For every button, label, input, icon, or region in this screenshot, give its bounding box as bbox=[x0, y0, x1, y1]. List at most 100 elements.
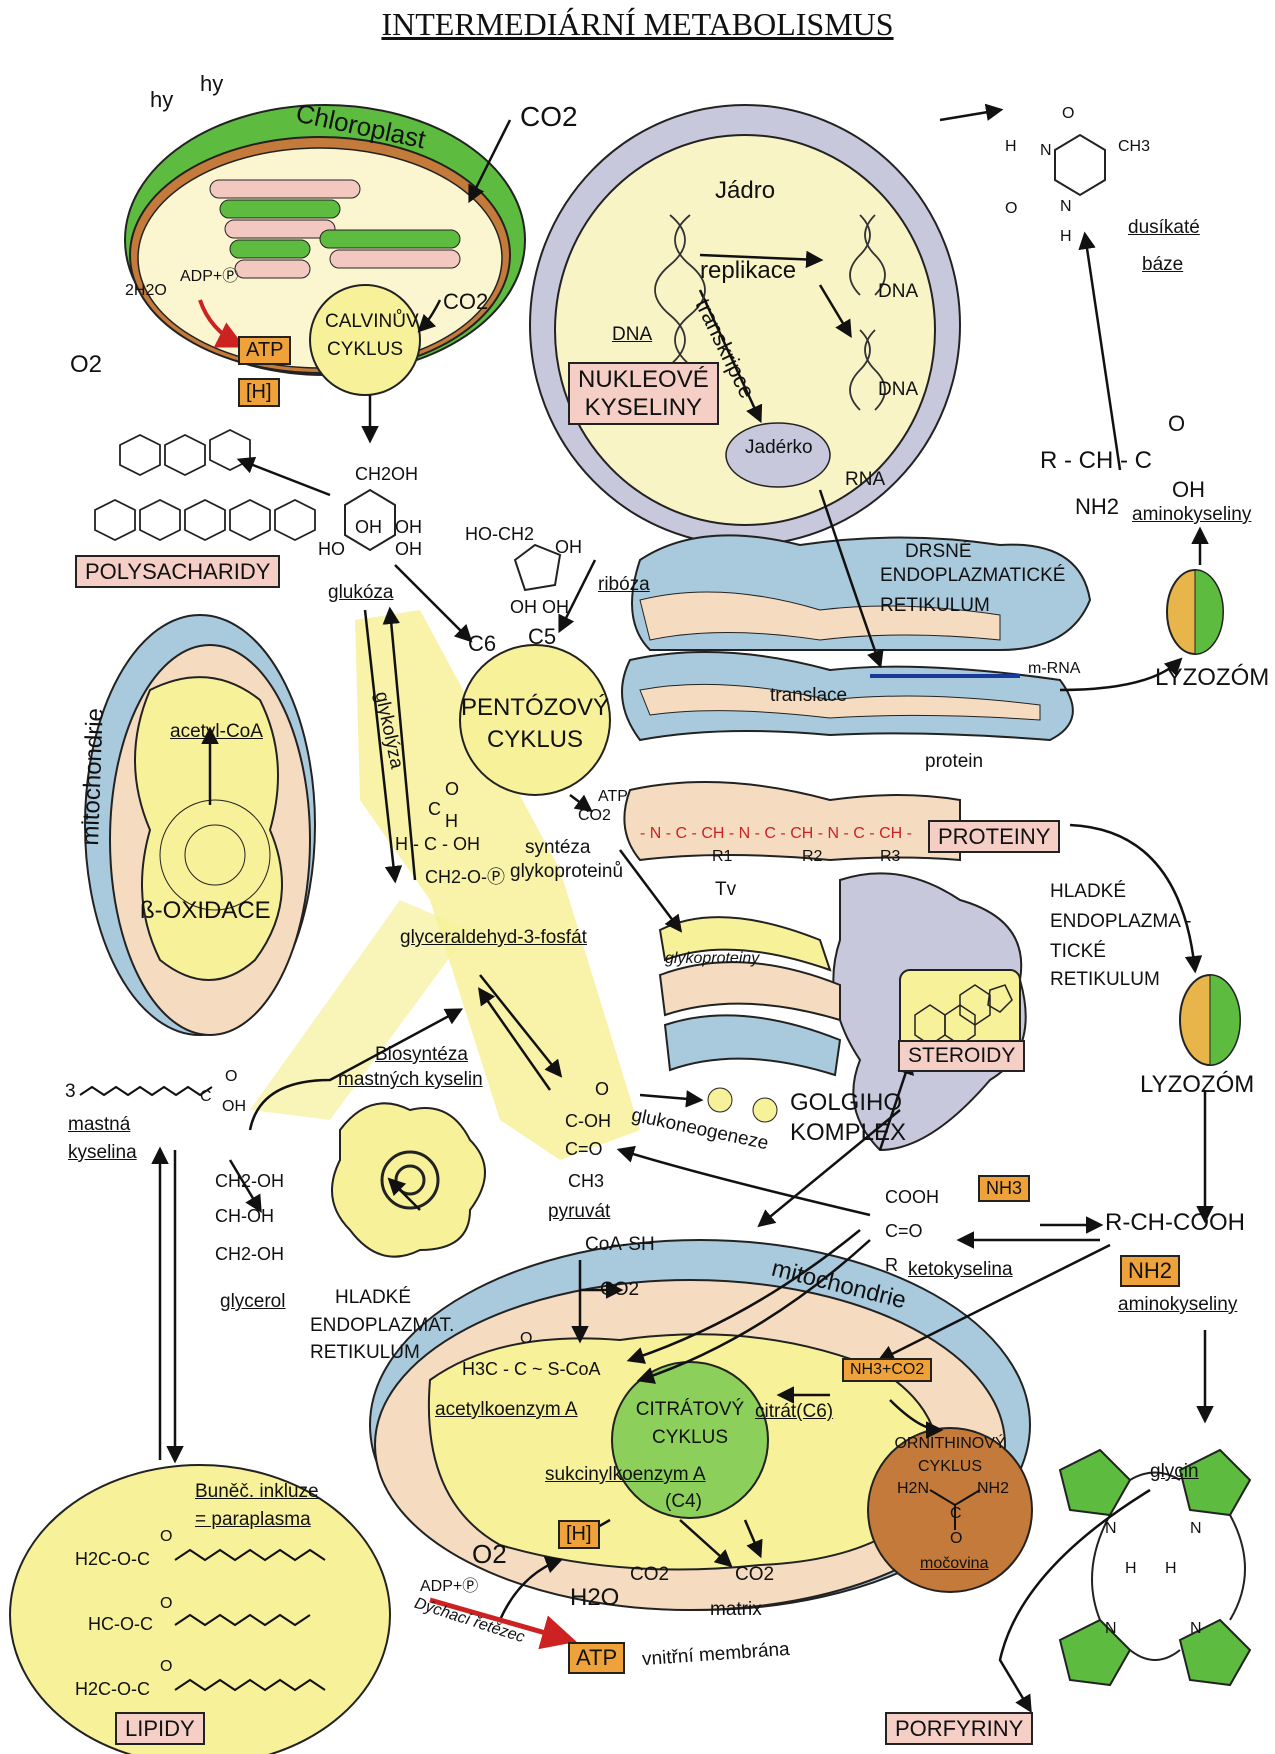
glycolysis-co2-label: CO2 bbox=[600, 1279, 640, 1300]
base-o2: O bbox=[1005, 200, 1018, 217]
acetyl-coa-main: acetylkoenzym A bbox=[435, 1399, 578, 1420]
amino-oh-top: OH bbox=[1172, 477, 1205, 502]
rough-er-label-3: RETIKULUM bbox=[880, 595, 990, 616]
protein-label: protein bbox=[925, 751, 984, 772]
ribose-ring bbox=[513, 543, 562, 592]
urea-bonds bbox=[929, 1489, 981, 1530]
porphyrin-h1: H bbox=[1125, 1560, 1137, 1577]
mito-co2-2: CO2 bbox=[735, 1564, 775, 1585]
porphyrin-structure bbox=[1058, 1448, 1252, 1687]
porphyrin-n1: N bbox=[1105, 1520, 1117, 1537]
chloroplast-atp-box: ATP bbox=[238, 336, 292, 365]
pentose-co2-label: CO2 bbox=[578, 807, 611, 824]
dna-helices bbox=[654, 214, 886, 411]
lipid-line3: H2C-O-C bbox=[75, 1679, 150, 1699]
nucleus-label: Jádro bbox=[715, 177, 776, 204]
pyruvate-ch3: CH3 bbox=[568, 1171, 605, 1191]
base-h2: H bbox=[1060, 228, 1072, 245]
g3p-h: H bbox=[445, 811, 458, 831]
base-o1: O bbox=[1062, 105, 1075, 122]
amino-acids-top-label: aminokyseliny bbox=[1132, 504, 1252, 525]
glycerol-line1: CH2-OH bbox=[215, 1171, 285, 1191]
citrate-cycle-line2: CYKLUS bbox=[651, 1427, 729, 1448]
glucose-oh-3: OH bbox=[395, 539, 422, 559]
fatty-biosynthesis-1: Biosyntéza bbox=[375, 1044, 468, 1065]
peptide-r2: R2 bbox=[802, 848, 823, 865]
ribose-label: ribóza bbox=[598, 574, 650, 595]
porphyrin-h2: H bbox=[1165, 1560, 1177, 1577]
acetyl-formula: H3C - C ~ S-CoA bbox=[462, 1359, 601, 1379]
rough-er-organelle bbox=[621, 534, 1092, 862]
lipid-o3: O bbox=[160, 1658, 173, 1675]
urea-c: C bbox=[950, 1505, 962, 1522]
glycoproteins-label: glykoproteiny bbox=[665, 950, 760, 967]
acetyl-o: O bbox=[520, 1330, 533, 1347]
amino-formula-top: R - CH - C bbox=[1040, 447, 1152, 474]
thylakoid-stacks bbox=[209, 179, 461, 279]
light-label-2: hy bbox=[200, 71, 224, 96]
proteins-box: PROTEINY bbox=[928, 820, 1061, 854]
mito-co2-1: CO2 bbox=[630, 1564, 670, 1585]
g3p-o: O bbox=[445, 779, 460, 799]
citrate-cycle-circle bbox=[611, 1361, 769, 1519]
g3p-hcoh: H - C - OH bbox=[395, 834, 480, 854]
pentose-cycle-circle bbox=[459, 644, 611, 796]
pathway-arrows bbox=[151, 103, 1214, 1714]
keto-co: C=O bbox=[885, 1221, 923, 1241]
fatty-acid-label-2: kyselina bbox=[68, 1142, 137, 1163]
nh3-box: NH3 bbox=[978, 1175, 1031, 1202]
fatty-acid-label-1: mastná bbox=[68, 1114, 131, 1135]
lipid-chain-1 bbox=[174, 1548, 326, 1562]
ornithine-cycle-line1: ORNITHINOVÝ bbox=[894, 1435, 1006, 1452]
nucleus-organelle bbox=[529, 104, 961, 546]
ornithine-cycle-line2: CYKLUS bbox=[917, 1458, 983, 1475]
mitochondria-left-label: mitochondrie bbox=[77, 707, 109, 846]
calvin-cycle-circle bbox=[309, 284, 421, 396]
fatty-three: 3 bbox=[65, 1081, 76, 1102]
co2-chloroplast-label: CO2 bbox=[443, 289, 489, 314]
dna-right-label-1: DNA bbox=[878, 281, 919, 302]
water-label: 2H2O bbox=[125, 282, 167, 299]
replication-label: replikace bbox=[700, 257, 797, 284]
nucleolus-shape bbox=[725, 422, 831, 488]
tv-label: Tv bbox=[715, 879, 737, 900]
pyruvate-c-o: C=O bbox=[565, 1139, 603, 1159]
polysaccharide-rings bbox=[94, 428, 316, 542]
nitrogen-bases-label-1: dusíkaté bbox=[1128, 217, 1200, 238]
nh3-co2-box: NH3+CO2 bbox=[842, 1358, 933, 1382]
acetyl-coa-left: acetyl-CoA bbox=[170, 721, 263, 742]
succinyl-coa-label: sukcinylkoenzym A bbox=[545, 1464, 706, 1485]
fatty-c: C bbox=[200, 1088, 212, 1105]
matrix-label: matrix bbox=[710, 1599, 762, 1620]
electron-transport-arrow bbox=[429, 1597, 577, 1650]
lipid-chain-2 bbox=[174, 1613, 311, 1627]
c4-label: (C4) bbox=[665, 1491, 702, 1512]
calvin-cycle-line1: CALVINŮV bbox=[325, 311, 419, 332]
citrate-cycle-line1: CITRÁTOVÝ bbox=[635, 1399, 745, 1420]
citrate-c6-label: citrát(C6) bbox=[755, 1401, 834, 1422]
lipid-chain-3 bbox=[174, 1678, 326, 1692]
lipid-line2: HC-O-C bbox=[88, 1614, 153, 1634]
glucose-oh-1: OH bbox=[355, 517, 382, 537]
base-h1: H bbox=[1005, 138, 1017, 155]
lipid-line1: H2C-O-C bbox=[75, 1549, 150, 1569]
amino-formula-right: R-CH-COOH bbox=[1105, 1209, 1245, 1236]
urea-label: močovina bbox=[920, 1555, 989, 1572]
lipids-box: LIPIDY bbox=[115, 1712, 205, 1746]
steroid-rings bbox=[914, 984, 1013, 1046]
glycine-label: glycin bbox=[1150, 1461, 1199, 1482]
smooth-er-left-3: RETIKULUM bbox=[310, 1342, 420, 1363]
mrna-label: m-RNA bbox=[1028, 660, 1081, 677]
mito-o2-label: O2 bbox=[472, 1539, 507, 1569]
keto-r: R bbox=[885, 1255, 898, 1275]
coash-label: CoA-SH bbox=[585, 1234, 655, 1255]
mito-adp-label: ADP+Ⓟ bbox=[420, 1578, 479, 1595]
amino-o-top: O bbox=[1168, 411, 1186, 436]
fatty-acid-chain bbox=[79, 1085, 213, 1097]
glucose-ring bbox=[344, 488, 396, 552]
porphyrin-n4: N bbox=[1190, 1620, 1202, 1637]
lipid-droplet bbox=[9, 1464, 391, 1754]
urea-o: O bbox=[950, 1530, 963, 1547]
